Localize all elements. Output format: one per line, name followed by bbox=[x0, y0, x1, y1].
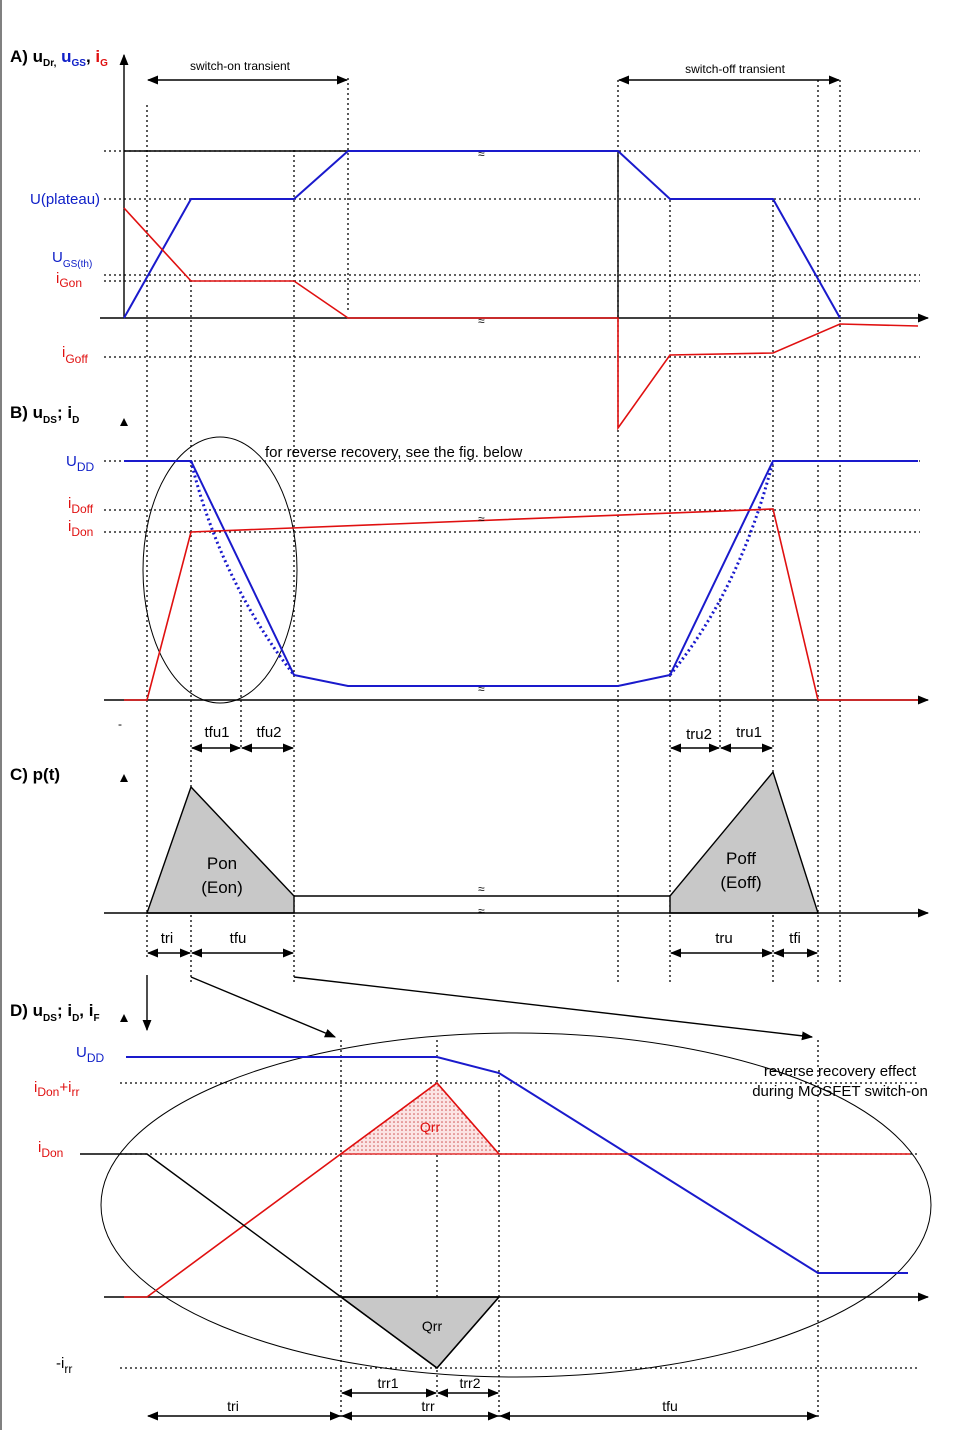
gate-voltage-trace bbox=[123, 150, 841, 319]
eoff-label: (Eoff) bbox=[720, 873, 761, 892]
svg-text:≈: ≈ bbox=[478, 904, 485, 918]
tri-label-d: tri bbox=[227, 1398, 239, 1414]
tru-label: tru bbox=[715, 930, 733, 947]
axis-break-mark: ≈ bbox=[478, 682, 485, 696]
panel-b: B) uDS; iD for reverse recovery, see the… bbox=[10, 403, 930, 753]
tru1-label: tru1 bbox=[736, 724, 762, 741]
recovery-note-line1: reverse recovery effect bbox=[764, 1063, 917, 1080]
tfi-label: tfi bbox=[789, 930, 801, 947]
minus-irr-label: -irr bbox=[56, 1355, 72, 1376]
drain-voltage-curve-dotted bbox=[668, 460, 775, 676]
poff-label: Poff bbox=[726, 849, 756, 868]
qrr-upper-label: Qrr bbox=[420, 1119, 441, 1135]
tfu-label: tfu bbox=[230, 930, 247, 947]
tfu2-label: tfu2 bbox=[256, 724, 281, 741]
u-plateau-label: U(plateau) bbox=[30, 191, 100, 208]
eon-label: (Eon) bbox=[201, 878, 243, 897]
driver-voltage-trace bbox=[124, 150, 619, 318]
u-dd-label-d: UDD bbox=[76, 1044, 105, 1065]
i-doff-label: iDoff bbox=[68, 495, 94, 516]
recovery-ellipse bbox=[100, 1032, 932, 1378]
drain-voltage-trace bbox=[124, 460, 918, 687]
axis-break-mark: ≈ bbox=[478, 512, 485, 526]
zoom-connector-arrows bbox=[142, 975, 814, 1041]
panel-d-y-arrow bbox=[120, 1014, 128, 1022]
i-don-irr-label: iDon+irr bbox=[34, 1079, 79, 1099]
reverse-recovery-note: for reverse recovery, see the fig. below bbox=[265, 444, 523, 461]
drain-current-trace bbox=[124, 508, 918, 701]
drain-voltage-trace-d bbox=[126, 1056, 908, 1274]
panel-c-y-arrow bbox=[120, 774, 128, 782]
panel-c-title: C) p(t) bbox=[10, 765, 60, 784]
panel-a: A) uDr, uGS, iG switch-on transient swit… bbox=[10, 47, 930, 431]
trr1-label: trr1 bbox=[378, 1375, 399, 1391]
recovery-note-line2: during MOSFET switch-on bbox=[752, 1083, 928, 1100]
qrr-area-lower bbox=[338, 1296, 501, 1369]
reverse-recovery-ellipse bbox=[142, 436, 298, 704]
i-goff-label: iGoff bbox=[62, 344, 88, 366]
u-dd-label: UDD bbox=[66, 453, 95, 474]
tru2-label: tru2 bbox=[686, 726, 712, 743]
axis-break-mark: ≈ bbox=[478, 314, 485, 328]
switch-on-label: switch-on transient bbox=[190, 59, 291, 73]
drain-voltage-curve-dotted bbox=[189, 460, 296, 676]
gate-current-trace bbox=[123, 207, 919, 431]
drain-current-trace-d bbox=[124, 1081, 910, 1298]
panel-b-title: B) uDS; iD bbox=[10, 403, 79, 426]
pon-label: Pon bbox=[207, 854, 237, 873]
i-don-label: iDon bbox=[68, 518, 93, 539]
panel-b-y-arrow bbox=[120, 418, 128, 426]
svg-text:-: - bbox=[118, 717, 122, 731]
panel-a-title: A) uDr, uGS, iG bbox=[10, 47, 108, 69]
panel-c: C) p(t) ≈ ≈ Pon (Eon) Poff (Eoff) tri tf… bbox=[10, 765, 930, 958]
tri-label: tri bbox=[161, 930, 174, 947]
qrr-lower-label: Qrr bbox=[422, 1318, 443, 1334]
tfu-label-d: tfu bbox=[662, 1398, 678, 1414]
i-gon-label: iGon bbox=[56, 270, 82, 290]
svg-text:≈: ≈ bbox=[478, 882, 485, 896]
i-don-label-d: iDon bbox=[38, 1139, 63, 1160]
trr2-label: trr2 bbox=[460, 1375, 481, 1391]
trr-label: trr bbox=[421, 1398, 435, 1414]
axis-break-mark: ≈ bbox=[478, 147, 485, 161]
panel-d-title: D) uDS; iD, iF bbox=[10, 1001, 100, 1024]
panel-d: D) uDS; iD, iF UDD iDon+irr iDon -irr Qr… bbox=[10, 1001, 932, 1421]
u-gs-th-label: UGS(th) bbox=[52, 249, 92, 270]
diode-current-trace bbox=[80, 1153, 500, 1369]
tfu1-label: tfu1 bbox=[204, 724, 229, 741]
switch-off-label: switch-off transient bbox=[685, 62, 785, 76]
